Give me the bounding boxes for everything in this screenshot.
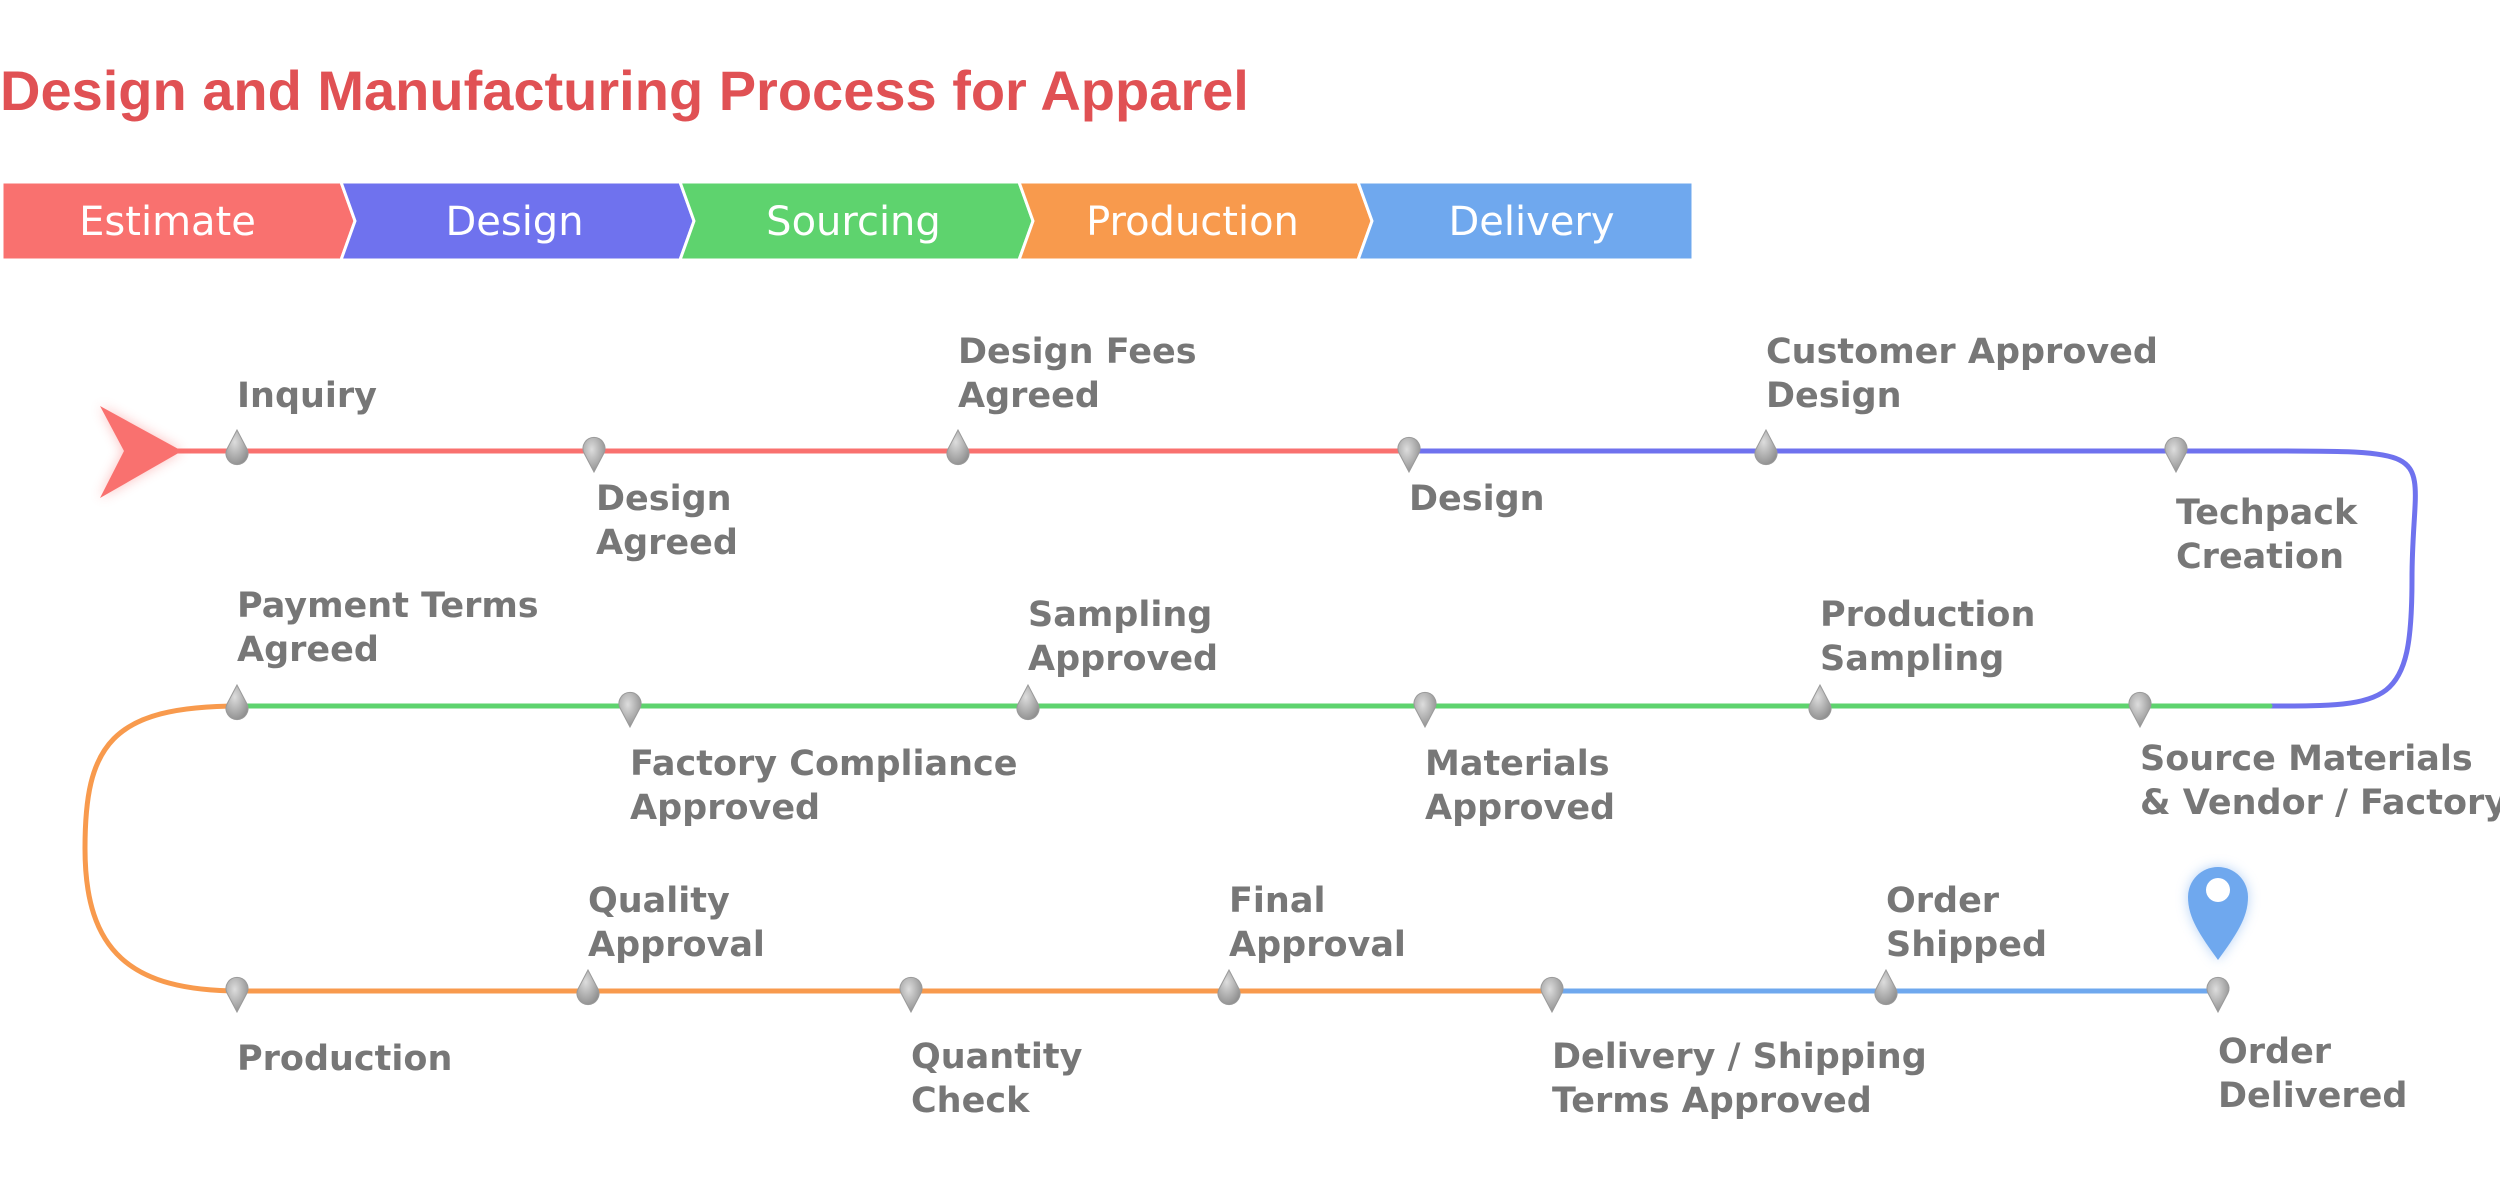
track-design: [1407, 448, 2418, 709]
step-label-line: Quantity: [911, 1037, 1083, 1077]
step-marker: [1016, 683, 1040, 721]
phase-delivery: [1355, 180, 1695, 262]
step-marker: [225, 976, 249, 1014]
step-label-line: Inquiry: [237, 376, 377, 416]
step-label: Source Materials& Vendor / Factory: [2140, 739, 2500, 823]
start-arrow-icon: [100, 406, 182, 498]
step-label-line: Source Materials: [2140, 739, 2473, 779]
step-label-line: Order: [2218, 1032, 2332, 1072]
step-label-line: Design: [596, 479, 732, 519]
step-label: Production: [237, 1039, 452, 1079]
page-title: Design and Manufacturing Process for App…: [0, 59, 1249, 122]
phase-label: Estimate: [79, 199, 256, 245]
step-label-line: Customer Approved: [1766, 332, 2158, 372]
step-label-line: Techpack: [2176, 493, 2358, 533]
step-marker: [1874, 968, 1898, 1006]
step-label-line: Quality: [588, 881, 730, 921]
step-marker: [1217, 968, 1241, 1006]
step-marker: [1754, 428, 1778, 466]
step-label-line: Approval: [588, 925, 765, 965]
step-label-line: Production: [1820, 595, 2035, 635]
step-label-line: Final: [1229, 881, 1325, 921]
step-label-line: Delivery / Shipping: [1552, 1037, 1927, 1077]
step-label: Inquiry: [237, 376, 377, 416]
step-marker: [582, 436, 606, 474]
step-label-line: Production: [237, 1039, 452, 1079]
step-label-line: Order: [1886, 881, 2000, 921]
step-label-line: Agreed: [237, 630, 379, 670]
step-label-line: Agreed: [958, 376, 1100, 416]
step-label-line: Design: [1766, 376, 1902, 416]
step-label-line: Payment Terms: [237, 586, 539, 626]
step-label-line: Terms Approved: [1552, 1081, 1872, 1121]
step-markers: [225, 428, 2230, 1014]
step-marker: [2164, 436, 2188, 474]
step-label-line: Creation: [2176, 537, 2344, 577]
phase-label: Design: [445, 199, 583, 245]
phase-label: Sourcing: [766, 199, 941, 245]
step-marker: [1413, 691, 1437, 729]
step-label-line: Design: [1409, 479, 1545, 519]
step-marker: [576, 968, 600, 1006]
timeline-track: [82, 448, 2418, 994]
step-label-line: Shipped: [1886, 925, 2047, 965]
step-marker: [2128, 691, 2152, 729]
step-marker: [1540, 976, 1564, 1014]
step-label-line: Agreed: [596, 523, 738, 563]
step-label-line: Approved: [1028, 639, 1218, 679]
map-pin-icon: [2188, 867, 2248, 960]
step-marker: [899, 976, 923, 1014]
step-label-line: Sampling: [1820, 639, 2004, 679]
step-marker: [2206, 976, 2230, 1014]
step-label-line: Approval: [1229, 925, 1406, 965]
step-marker: [1397, 436, 1421, 474]
step-marker: [225, 428, 249, 466]
step-marker: [225, 683, 249, 721]
step-marker: [618, 691, 642, 729]
step-label-line: Approved: [1425, 788, 1615, 828]
phase-bar: Estimate Design Sourcing Production Delivery: [0, 180, 1695, 262]
step-marker: [946, 428, 970, 466]
phase-label: Delivery: [1448, 199, 1614, 245]
track-production: [82, 703, 1555, 994]
step-label: Design: [1409, 479, 1545, 519]
phase-label: Production: [1086, 199, 1299, 245]
step-label-line: Delivered: [2218, 1076, 2407, 1116]
step-label-line: Design Fees: [958, 332, 1197, 372]
step-marker: [1808, 683, 1832, 721]
step-label-line: Check: [911, 1081, 1030, 1121]
step-label-line: & Vendor / Factory: [2140, 783, 2500, 823]
step-label-line: Sampling: [1028, 595, 1212, 635]
step-label-line: Materials: [1425, 744, 1610, 784]
step-label-line: Factory Compliance: [630, 744, 1018, 784]
step-label-line: Approved: [630, 788, 820, 828]
